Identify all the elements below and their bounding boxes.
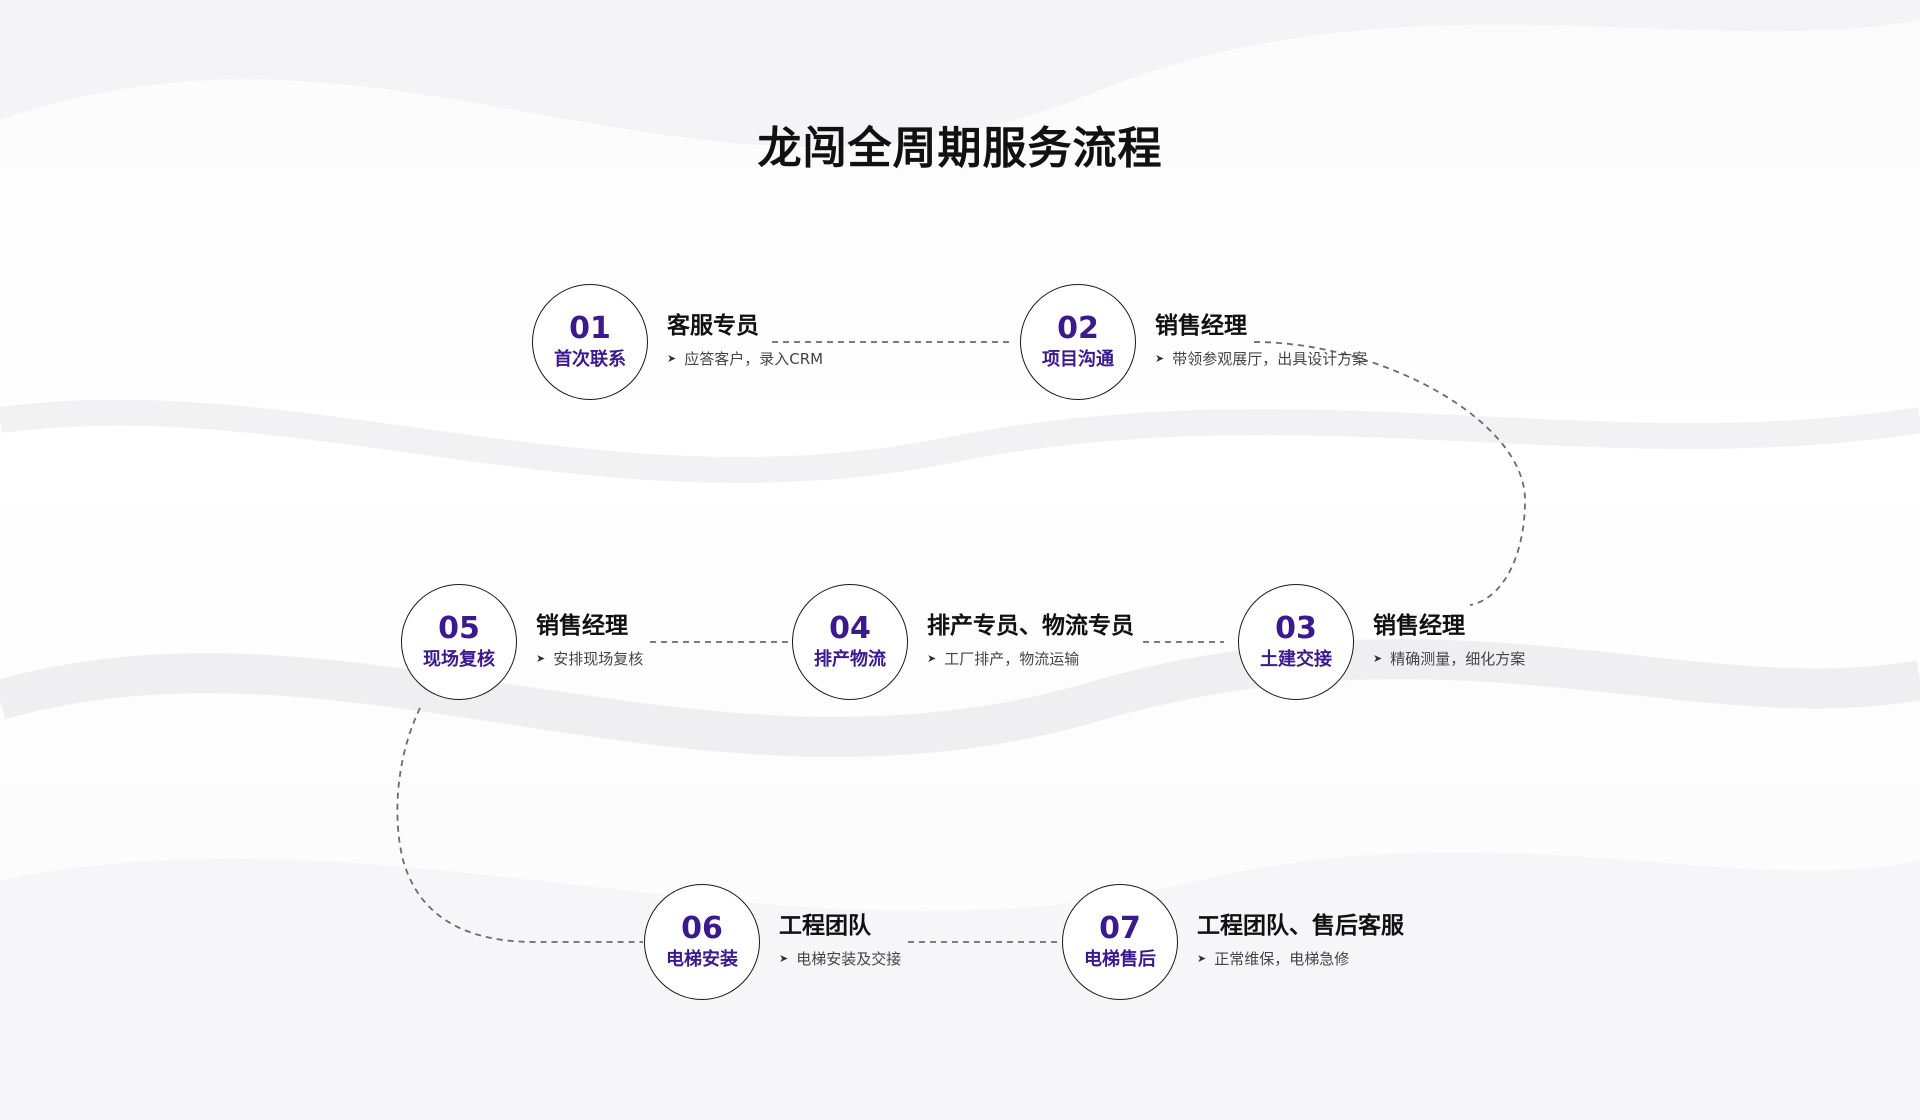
step-04-name: 排产物流	[814, 649, 886, 670]
arrow-right-icon: ➤	[779, 952, 789, 965]
step-01-info: 客服专员 ➤ 应答客户，录入CRM	[667, 311, 823, 369]
step-01-role: 客服专员	[667, 313, 759, 339]
step-02-name: 项目沟通	[1042, 349, 1114, 370]
step-04-number: 04	[829, 611, 871, 646]
step-02-number: 02	[1057, 311, 1099, 346]
step-06-desc: 电梯安装及交接	[796, 950, 902, 968]
step-05-circle: 05 现场复核	[401, 584, 517, 700]
step-07-desc: 正常维保，电梯急修	[1214, 950, 1350, 968]
step-03-role: 销售经理	[1373, 613, 1465, 639]
step-01-desc-row: ➤ 应答客户，录入CRM	[667, 349, 823, 369]
step-04-role: 排产专员、物流专员	[927, 613, 1134, 639]
step-02-info: 销售经理 ➤ 带领参观展厅，出具设计方案	[1155, 311, 1367, 369]
step-03-desc-row: ➤ 精确测量，细化方案	[1373, 649, 1525, 669]
step-03-number: 03	[1275, 611, 1317, 646]
step-05-info: 销售经理 ➤ 安排现场复核	[536, 611, 643, 669]
step-02-desc-row: ➤ 带领参观展厅，出具设计方案	[1155, 349, 1367, 369]
page-title: 龙闯全周期服务流程	[757, 123, 1163, 174]
step-04-info: 排产专员、物流专员 ➤ 工厂排产，物流运输	[927, 611, 1134, 669]
step-03-desc: 精确测量，细化方案	[1390, 650, 1526, 668]
step-07-number: 07	[1099, 911, 1141, 946]
step-05-desc-row: ➤ 安排现场复核	[536, 649, 643, 669]
step-04-desc: 工厂排产，物流运输	[944, 650, 1080, 668]
step-06-role: 工程团队	[779, 913, 871, 939]
step-02-desc: 带领参观展厅，出具设计方案	[1172, 350, 1368, 368]
step-05-name: 现场复核	[423, 649, 495, 670]
arrow-right-icon: ➤	[536, 652, 546, 665]
step-03-name: 土建交接	[1260, 649, 1332, 670]
step-01-number: 01	[569, 311, 611, 346]
connector-02-03	[1253, 341, 1526, 606]
step-04-circle: 04 排产物流	[792, 584, 908, 700]
step-02-circle: 02 项目沟通	[1020, 284, 1136, 400]
step-03-info: 销售经理 ➤ 精确测量，细化方案	[1373, 611, 1525, 669]
step-06-circle: 06 电梯安装	[644, 884, 760, 1000]
step-04-desc-row: ➤ 工厂排产，物流运输	[927, 649, 1134, 669]
arrow-right-icon: ➤	[1197, 952, 1207, 965]
step-05-role: 销售经理	[536, 613, 628, 639]
step-06-desc-row: ➤ 电梯安装及交接	[779, 949, 901, 969]
arrow-right-icon: ➤	[927, 652, 937, 665]
step-06-number: 06	[681, 911, 723, 946]
step-07-info: 工程团队、售后客服 ➤ 正常维保，电梯急修	[1197, 911, 1404, 969]
step-05-desc: 安排现场复核	[553, 650, 644, 668]
step-07-circle: 07 电梯售后	[1062, 884, 1178, 1000]
step-06-info: 工程团队 ➤ 电梯安装及交接	[779, 911, 901, 969]
connector-05-06	[396, 707, 643, 943]
step-07-desc-row: ➤ 正常维保，电梯急修	[1197, 949, 1404, 969]
step-01-circle: 01 首次联系	[532, 284, 648, 400]
step-01-name: 首次联系	[554, 349, 626, 370]
arrow-right-icon: ➤	[1155, 352, 1165, 365]
step-01-desc: 应答客户，录入CRM	[684, 350, 824, 368]
step-05-number: 05	[438, 611, 480, 646]
step-02-role: 销售经理	[1155, 313, 1247, 339]
arrow-right-icon: ➤	[667, 352, 677, 365]
step-07-role: 工程团队、售后客服	[1197, 913, 1404, 939]
step-06-name: 电梯安装	[666, 949, 738, 970]
step-07-name: 电梯售后	[1084, 949, 1156, 970]
arrow-right-icon: ➤	[1373, 652, 1383, 665]
step-03-circle: 03 土建交接	[1238, 584, 1354, 700]
